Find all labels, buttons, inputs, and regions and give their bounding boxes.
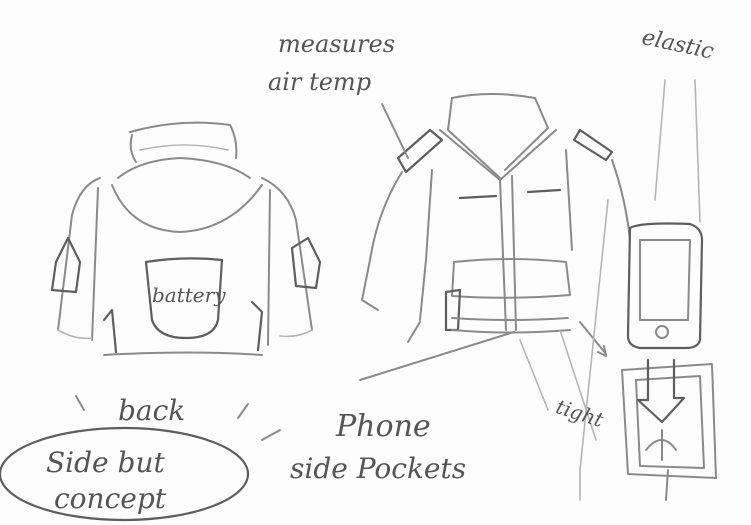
label-elastic: elastic (640, 25, 716, 65)
label-side-pockets: side Pockets (290, 452, 466, 485)
leader-lines (76, 104, 596, 440)
label-battery: battery (152, 283, 226, 307)
label-concept-line2: concept (54, 482, 167, 515)
back-view-jacket (52, 123, 320, 355)
label-back: back (118, 394, 185, 427)
label-tight: tight (553, 394, 607, 432)
label-concept-line1: Side but (46, 446, 165, 479)
label-phone: Phone (335, 409, 431, 444)
label-measures-line1: measures (278, 30, 395, 58)
front-view-jacket (362, 94, 630, 333)
label-measures-line2: air temp (268, 68, 371, 96)
